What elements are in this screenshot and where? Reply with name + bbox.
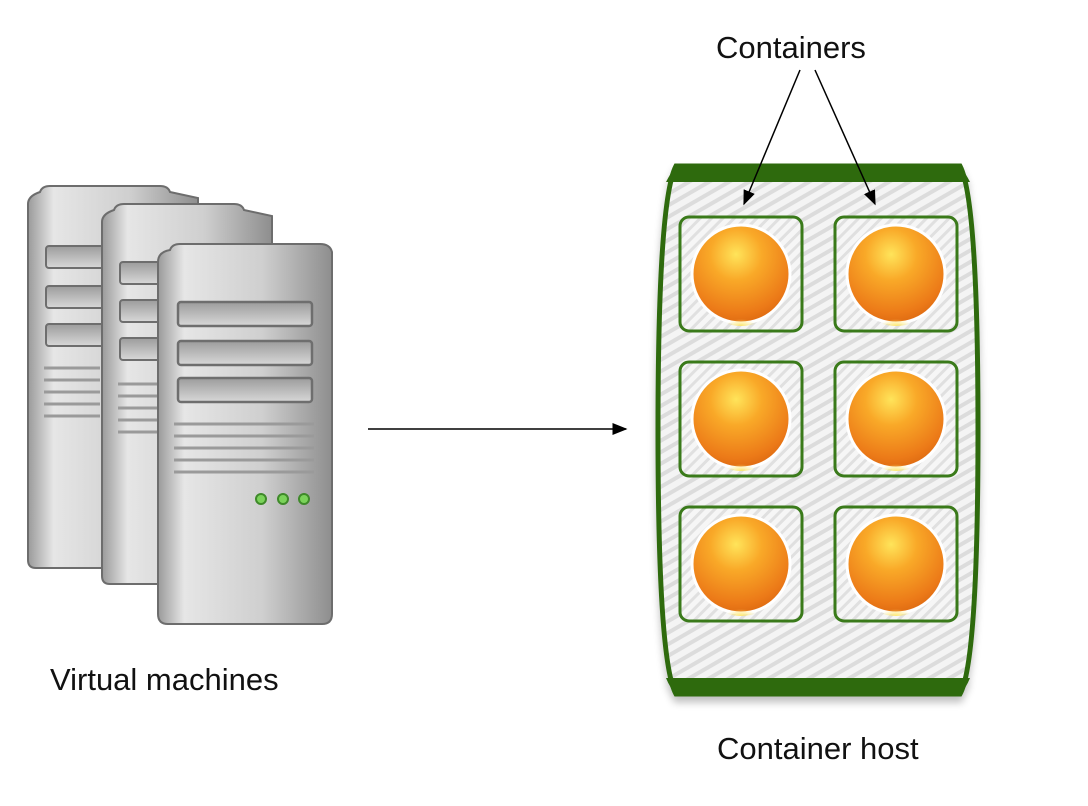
container-host-label: Container host bbox=[717, 731, 919, 766]
container-1 bbox=[678, 215, 804, 333]
containers-grid bbox=[678, 215, 959, 623]
container-3 bbox=[678, 360, 804, 478]
container-5 bbox=[678, 505, 804, 623]
containers-callout-arrows bbox=[743, 69, 876, 206]
container-6 bbox=[833, 505, 959, 623]
server-stack-icon bbox=[27, 185, 333, 625]
virtual-machines-label: Virtual machines bbox=[50, 662, 279, 697]
server-led-icons bbox=[255, 493, 310, 505]
containers-label: Containers bbox=[716, 30, 866, 65]
container-4 bbox=[833, 360, 959, 478]
container-2 bbox=[833, 215, 959, 333]
server-front bbox=[157, 243, 333, 625]
